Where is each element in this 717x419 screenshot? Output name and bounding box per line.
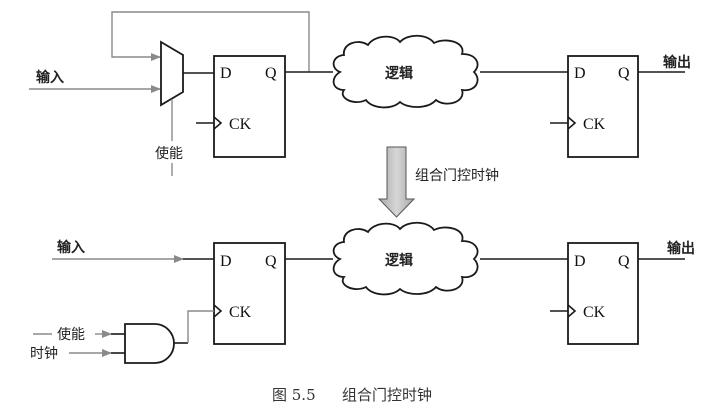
transition: 组合门控时钟 [377, 146, 499, 218]
ff2-ck-pin: CK [583, 116, 606, 133]
multiplexer [160, 40, 184, 107]
feedback-wire [111, 11, 310, 72]
bottom-ff2-d-pin: D [574, 253, 586, 270]
output-label: 输出 [663, 54, 691, 71]
bottom-logic-cloud [332, 221, 479, 296]
figure-caption: 图 5.5 组合门控时钟 [272, 386, 432, 404]
figure-title: 组合门控时钟 [342, 386, 432, 404]
bottom-logic-label: 逻辑 [385, 252, 413, 269]
bottom-ff2-clock-triangle-icon [567, 304, 577, 318]
ff2-q-pin: Q [618, 65, 630, 82]
bottom-enable-label: 使能 [57, 326, 85, 343]
ff2-clock-triangle-icon [567, 116, 577, 130]
bottom-circuit: 输入 D Q CK 使能 时钟 逻辑 D [30, 221, 695, 364]
bottom-ff1-ck-pin: CK [229, 304, 252, 321]
ff2-d-pin: D [574, 65, 586, 82]
logic-cloud [332, 34, 479, 109]
bottom-input-label: 输入 [57, 239, 85, 256]
bottom-ff2-ck-pin: CK [583, 304, 606, 321]
figure-number: 图 5.5 [272, 386, 316, 404]
ff1-d-pin: D [220, 65, 232, 82]
bottom-ff1-d-pin: D [220, 253, 232, 270]
enable-label: 使能 [155, 145, 183, 162]
flip-flop-2: D Q CK [550, 55, 639, 158]
ff1-clock-triangle-icon [213, 116, 223, 130]
top-circuit: 输入 使能 D Q CK 逻辑 D Q CK [29, 11, 691, 176]
down-arrow-icon [377, 146, 416, 218]
bottom-ff1-q-pin: Q [265, 253, 277, 270]
transition-label: 组合门控时钟 [415, 167, 499, 184]
flip-flop-1: D Q CK [196, 55, 286, 158]
and-gate [124, 323, 175, 364]
bottom-flip-flop-1: D Q CK [213, 242, 286, 345]
input-label: 输入 [36, 69, 64, 86]
bottom-flip-flop-2: D Q CK [550, 242, 639, 345]
ff1-ck-pin: CK [229, 116, 252, 133]
ff1-q-pin: Q [265, 65, 277, 82]
logic-label: 逻辑 [385, 65, 413, 82]
bottom-ff2-q-pin: Q [618, 253, 630, 270]
clock-label: 时钟 [30, 345, 58, 362]
gated-clock-wire-gray [187, 310, 214, 343]
bottom-output-label: 输出 [667, 240, 695, 257]
bottom-ff1-clock-triangle-icon [213, 304, 223, 318]
